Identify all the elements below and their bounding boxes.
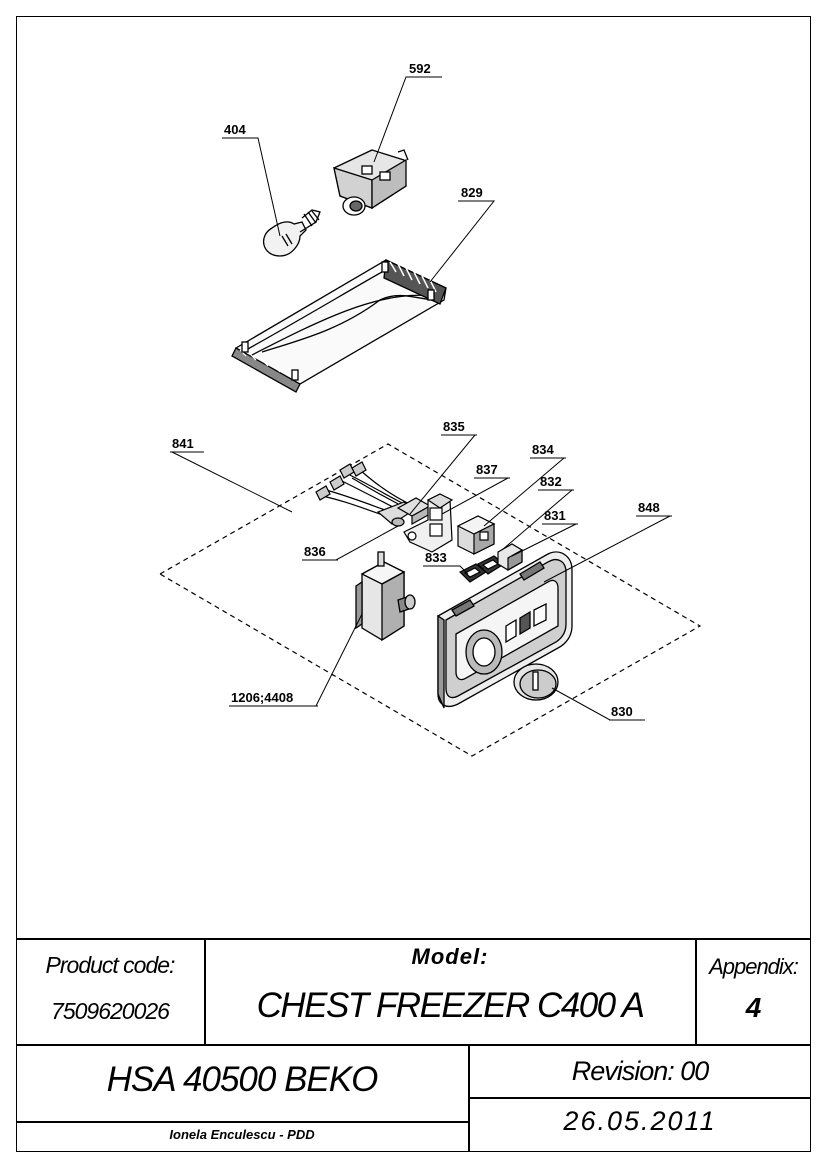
part-label: 835 xyxy=(443,419,465,434)
product-code-value: 7509620026 xyxy=(51,998,170,1024)
leader-lines xyxy=(171,76,671,721)
thermostat-part xyxy=(355,551,416,642)
model-name: CHEST FREEZER C400 A xyxy=(256,986,645,1025)
author: Ionela Enculescu - PDD xyxy=(169,1127,315,1142)
assembly-boundary xyxy=(158,443,702,757)
divider xyxy=(16,1121,468,1123)
model-label: Model: xyxy=(411,944,489,969)
drawing-frame xyxy=(16,16,811,1152)
lamp-holder-part xyxy=(333,149,409,216)
appendix-label: Appendix: xyxy=(709,954,799,979)
appendix-value: 4 xyxy=(745,992,762,1023)
part-label: 404 xyxy=(224,122,246,137)
part-label: 1206;4408 xyxy=(231,690,293,705)
product-name: HSA 40500 BEKO xyxy=(106,1060,379,1099)
part-label: 841 xyxy=(172,436,194,451)
part-label: 830 xyxy=(611,704,633,719)
part-label: 833 xyxy=(425,550,447,565)
revision: Revision: 00 xyxy=(571,1056,710,1086)
part-label: 837 xyxy=(476,462,498,477)
part-label: 832 xyxy=(540,474,562,489)
label-underlines xyxy=(170,76,672,721)
product-code-label: Product code: xyxy=(45,952,176,978)
part-labels: 592 404 829 835 841 834 837 832 848 831 … xyxy=(172,61,660,719)
part-label: 834 xyxy=(532,442,554,457)
divider xyxy=(468,1044,470,1152)
divider xyxy=(695,938,697,1045)
part-label: 848 xyxy=(638,500,660,515)
divider xyxy=(16,938,811,940)
switch-bracket-part xyxy=(403,493,454,553)
part-label: 836 xyxy=(304,544,326,559)
wiring-harness-part xyxy=(315,461,416,527)
part-label: 592 xyxy=(409,61,431,76)
light-cover-part xyxy=(231,259,447,393)
part-label: 831 xyxy=(544,508,566,523)
divider xyxy=(16,1044,811,1046)
divider xyxy=(468,1097,811,1099)
knob-part xyxy=(513,663,559,701)
part-label: 829 xyxy=(461,185,483,200)
date: 26.05.2011 xyxy=(563,1106,717,1136)
bulb-part xyxy=(262,209,321,257)
control-panel-part xyxy=(437,551,573,709)
divider xyxy=(204,938,206,1045)
button-part xyxy=(497,543,523,572)
